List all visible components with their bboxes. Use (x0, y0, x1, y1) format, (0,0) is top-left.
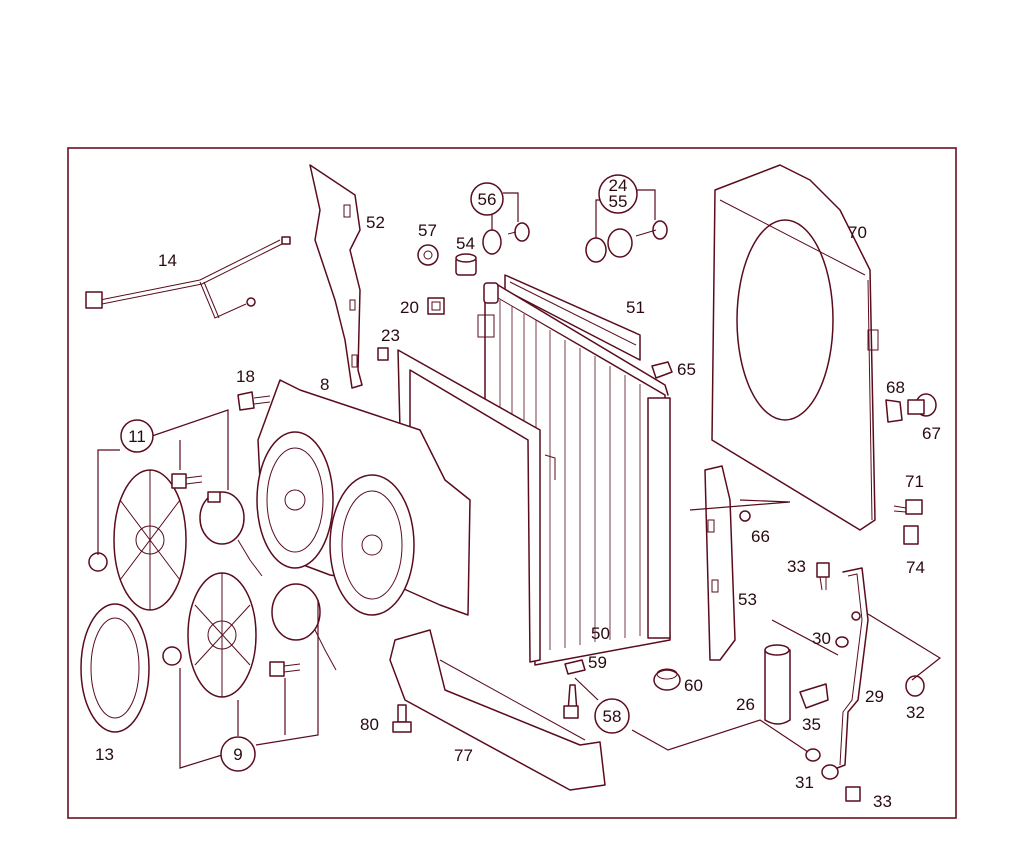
label-77: 77 (454, 746, 473, 765)
diagram-frame (67, 147, 957, 819)
label-14: 14 (158, 251, 177, 270)
washers-56 (482, 192, 530, 255)
motor-11 (199, 491, 263, 577)
oring-31 (805, 748, 839, 780)
fan-ring-13 (80, 603, 150, 733)
nut-59 (564, 659, 586, 675)
bolt-33-bottom (845, 786, 861, 802)
label-51: 51 (626, 298, 645, 317)
label-33-bottom: 33 (873, 792, 892, 811)
leader-58 (574, 677, 809, 753)
condenser-50 (477, 282, 671, 666)
label-71: 71 (905, 472, 924, 491)
clip-20 (427, 297, 445, 315)
lower-shroud-77 (389, 629, 606, 791)
label-26: 26 (736, 695, 755, 714)
label-24: 24 (609, 176, 628, 195)
label-60: 60 (684, 676, 703, 695)
label-9: 9 (233, 745, 242, 764)
fan-11 (113, 469, 187, 611)
bolt-33-top (816, 562, 830, 591)
valve-58 (563, 684, 579, 719)
clip-68 (885, 399, 903, 423)
fan-housing-8 (256, 379, 471, 616)
grommet-57 (417, 244, 439, 266)
label-74: 74 (906, 558, 925, 577)
clip-74 (903, 525, 919, 545)
pipe-29 (831, 567, 869, 771)
leader-9 (179, 600, 319, 769)
screw-66 (689, 499, 791, 522)
label-54: 54 (456, 234, 475, 253)
callout-9-circle (220, 736, 256, 772)
dryer-26 (764, 619, 839, 725)
wiring-harness-14 (85, 236, 291, 319)
label-35: 35 (802, 715, 821, 734)
label-23: 23 (381, 326, 400, 345)
label-50: 50 (591, 624, 610, 643)
shroud-70 (711, 164, 879, 531)
label-30: 30 (812, 629, 831, 648)
plug-60 (653, 668, 681, 691)
label-13: 13 (95, 745, 114, 764)
bolt-80 (392, 704, 412, 733)
callout-11-circle (120, 419, 154, 453)
label-33-top: 33 (787, 557, 806, 576)
label-59: 59 (588, 653, 607, 672)
nut-11 (88, 552, 108, 572)
label-57: 57 (418, 221, 437, 240)
bolt-18 (237, 391, 271, 411)
screw-9 (269, 661, 301, 677)
label-58: 58 (603, 707, 622, 726)
label-31: 31 (795, 773, 814, 792)
bracket-52 (309, 164, 363, 389)
label-53: 53 (738, 590, 757, 609)
label-29: 29 (865, 687, 884, 706)
callout-56-circle (470, 182, 504, 216)
label-67: 67 (922, 424, 941, 443)
label-66: 66 (751, 527, 770, 546)
leader-11 (97, 409, 229, 555)
label-8: 8 (320, 375, 329, 394)
fan-9 (187, 572, 257, 698)
label-80: 80 (360, 715, 379, 734)
cap-54 (455, 253, 477, 276)
label-55: 55 (609, 192, 628, 211)
label-11: 11 (128, 427, 146, 446)
label-56: 56 (478, 190, 497, 209)
callout-24-55-circle (598, 174, 638, 214)
label-68: 68 (886, 378, 905, 397)
label-65: 65 (677, 360, 696, 379)
label-18: 18 (236, 367, 255, 386)
bolt-71 (893, 499, 923, 515)
label-32: 32 (906, 703, 925, 722)
screw-11 (171, 473, 203, 489)
label-70: 70 (848, 223, 867, 242)
nut-65 (651, 361, 673, 379)
label-20: 20 (400, 298, 419, 317)
callout-58-circle (594, 698, 630, 734)
clip-35 (799, 683, 829, 709)
plug-67 (907, 393, 937, 417)
washer-30 (835, 636, 849, 648)
strip-51 (504, 274, 641, 361)
motor-9 (271, 583, 337, 671)
nut-32 (867, 613, 942, 697)
washers-24-55 (585, 189, 668, 263)
label-52: 52 (366, 213, 385, 232)
nut-9 (162, 646, 182, 666)
bracket-53 (704, 465, 736, 661)
